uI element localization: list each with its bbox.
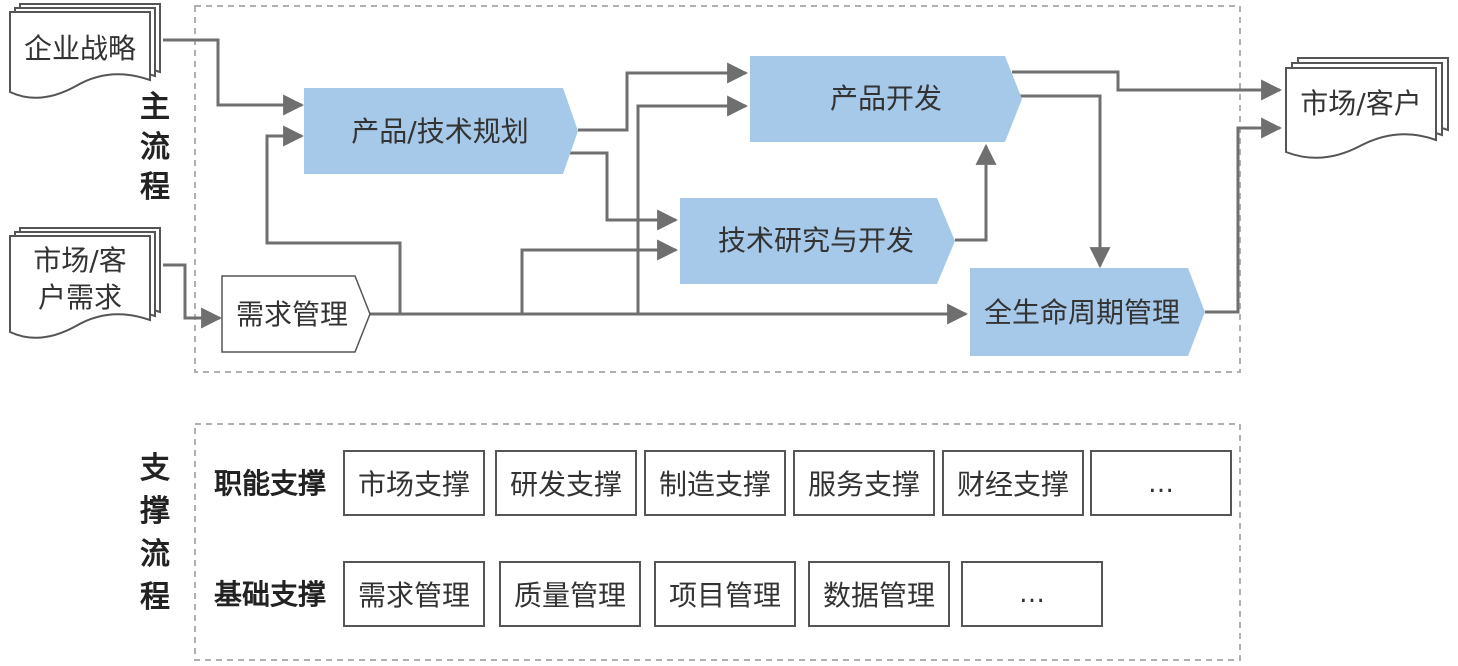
arrow-requirements-to-tech-research: [520, 239, 679, 314]
svg-text:质量管理: 质量管理: [514, 579, 626, 612]
process-product-tech-planning: 产品/技术规划: [304, 88, 578, 174]
svg-text:撑: 撑: [140, 494, 170, 529]
svg-text:需求管理: 需求管理: [358, 579, 470, 612]
svg-text:需求管理: 需求管理: [236, 298, 348, 331]
arrow-lifecycle-to-market: [1205, 117, 1283, 314]
functional-support-item: 研发支撑: [495, 450, 637, 516]
basic-support-item: 需求管理: [343, 561, 485, 627]
arrow-strategy-to-planning: [163, 38, 305, 116]
svg-text:…: …: [1148, 469, 1174, 499]
svg-text:全生命周期管理: 全生命周期管理: [984, 296, 1180, 329]
svg-text:制造支撑: 制造支撑: [659, 468, 771, 501]
svg-text:市场/客: 市场/客: [33, 244, 126, 277]
svg-text:财经支撑: 财经支撑: [957, 468, 1069, 501]
functional-support-item-more: …: [1090, 450, 1232, 516]
market-customer-output-document: 市场/客户: [1285, 57, 1449, 159]
process-tech-research-development: 技术研究与开发: [680, 198, 955, 284]
functional-support-item: 财经支撑: [942, 450, 1084, 516]
functional-support-item: 制造支撑: [644, 450, 786, 516]
svg-text:市场/客户: 市场/客户: [1300, 87, 1421, 120]
main-flow-label: 主 流 程: [140, 90, 170, 205]
svg-text:流: 流: [140, 537, 170, 572]
svg-text:研发支撑: 研发支撑: [510, 468, 622, 501]
functional-support-label: 职能支撑: [214, 467, 326, 500]
svg-text:企业战略: 企业战略: [24, 32, 136, 65]
market-customer-needs-document: 市场/客 户需求: [9, 227, 161, 339]
svg-text:产品开发: 产品开发: [830, 82, 942, 115]
enterprise-strategy-document: 企业战略: [9, 3, 161, 99]
support-flow-container: [194, 423, 1241, 661]
process-requirements-management: 需求管理: [221, 275, 371, 353]
basic-support-item: 质量管理: [499, 561, 641, 627]
arrow-planning-to-product-dev: [578, 62, 749, 132]
svg-text:产品/技术规划: 产品/技术规划: [351, 115, 528, 148]
svg-text:主: 主: [140, 90, 170, 125]
support-flow-label: 支 撑 流 程: [140, 451, 170, 615]
basic-support-label: 基础支撑: [214, 578, 326, 611]
svg-text:户需求: 户需求: [38, 281, 122, 314]
svg-text:…: …: [1019, 579, 1045, 609]
functional-support-item: 市场支撑: [343, 450, 485, 516]
svg-text:技术研究与开发: 技术研究与开发: [718, 224, 914, 257]
svg-text:市场支撑: 市场支撑: [358, 468, 470, 501]
arrow-product-dev-to-market: [1012, 70, 1283, 101]
svg-text:程: 程: [140, 580, 170, 615]
process-product-development: 产品开发: [750, 56, 1022, 142]
arrow-tech-research-to-product-dev: [955, 143, 997, 242]
basic-support-row: 需求管理 质量管理 项目管理 数据管理 …: [343, 561, 1103, 627]
main-flow-container: [194, 5, 1241, 373]
functional-support-item: 服务支撑: [793, 450, 935, 516]
arrow-needs-doc-to-requirements: [163, 263, 223, 329]
svg-text:项目管理: 项目管理: [669, 579, 781, 612]
arrow-requirements-to-product-dev: [636, 95, 749, 314]
svg-text:流: 流: [140, 130, 170, 165]
svg-text:服务支撑: 服务支撑: [808, 468, 920, 501]
basic-support-item-more: …: [961, 561, 1103, 627]
svg-text:数据管理: 数据管理: [823, 579, 935, 612]
connectors: [163, 38, 1283, 329]
arrow-requirements-to-planning: [265, 125, 402, 314]
process-lifecycle-management: 全生命周期管理: [970, 268, 1205, 356]
functional-support-row: 市场支撑 研发支撑 制造支撑 服务支撑 财经支撑 …: [343, 450, 1232, 516]
svg-text:支: 支: [140, 451, 170, 486]
arrow-planning-to-tech-research: [562, 151, 679, 231]
arrow-product-dev-to-lifecycle: [1020, 94, 1111, 269]
basic-support-item: 项目管理: [654, 561, 796, 627]
basic-support-item: 数据管理: [808, 561, 950, 627]
svg-text:程: 程: [140, 170, 170, 205]
